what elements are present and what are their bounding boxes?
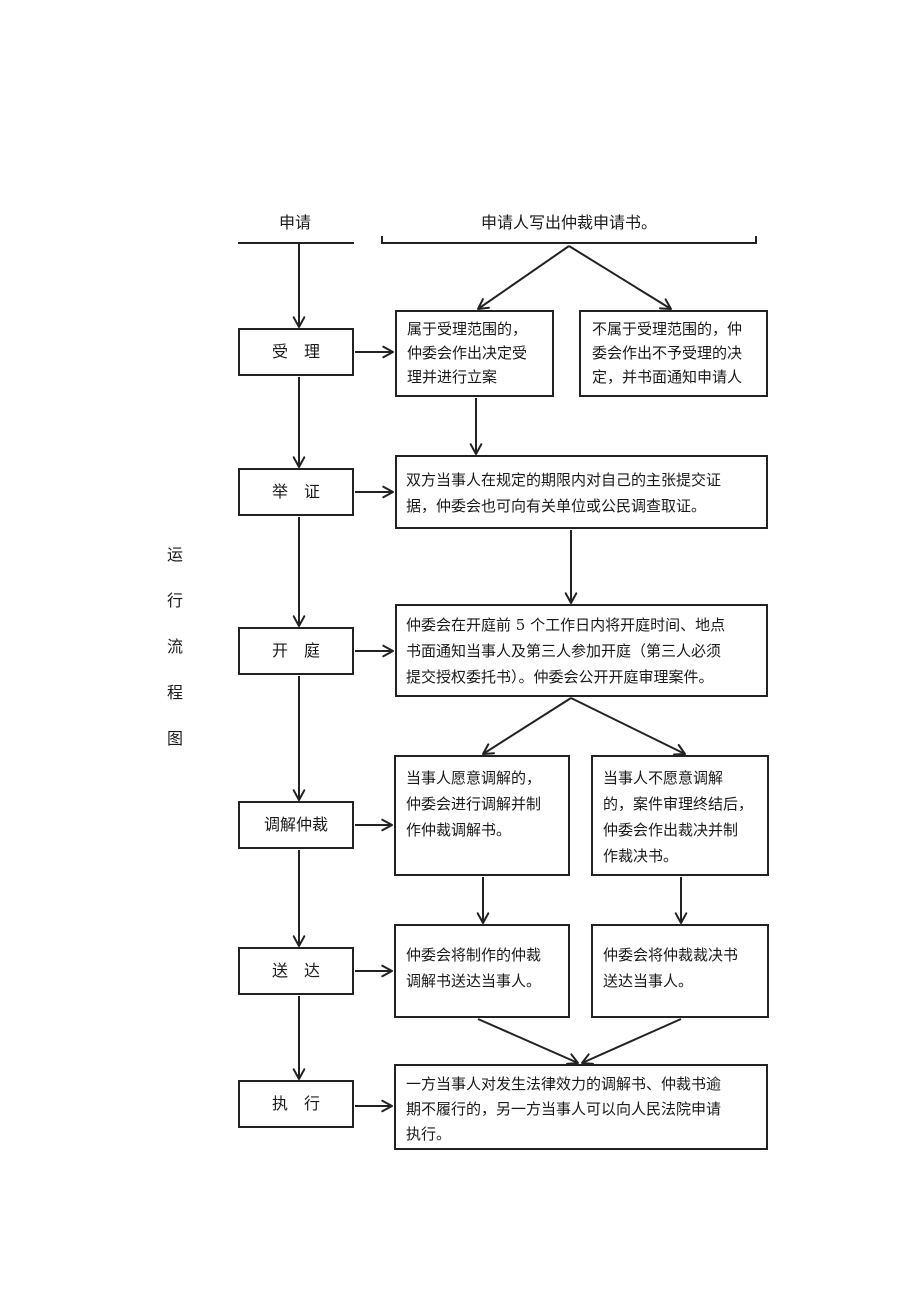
box-line: 不属于受理范围的，仲	[592, 320, 742, 338]
box-line: 期不履行的，另一方当事人可以向人民法院申请	[406, 1100, 721, 1118]
box-line: 仲委会在开庭前 5 个工作日内将开庭时间、地点	[406, 616, 725, 634]
arrowhead	[482, 743, 495, 755]
box-line: 作裁决书。	[603, 847, 678, 865]
box-line: 双方当事人在规定的期限内对自己的主张提交证	[406, 471, 721, 489]
stage-label: 举 证	[272, 482, 320, 501]
box-line: 调解书送达当事人。	[406, 972, 541, 990]
arrowhead	[292, 316, 306, 328]
stage-label: 受 理	[272, 342, 320, 361]
stage-hearing: 开 庭	[238, 627, 354, 675]
arrowhead	[469, 443, 483, 455]
arrowhead	[564, 592, 578, 604]
arrowhead	[476, 912, 490, 924]
box-evidence: 双方当事人在规定的期限内对自己的主张提交证 据，仲委会也可向有关单位或公民调查取…	[395, 455, 768, 529]
box-line: 当事人愿意调解的，	[406, 769, 541, 787]
box-line: 作仲裁调解书。	[406, 821, 511, 839]
stage-label: 开 庭	[272, 641, 320, 660]
box-deliver-mediation: 仲委会将制作的仲裁 调解书送达当事人。	[394, 924, 570, 1018]
header-desc-bracket	[381, 236, 757, 244]
side-title-char: 程	[167, 683, 183, 702]
stage-evidence: 举 证	[238, 468, 354, 516]
box-line: 书面通知当事人及第三人参加开庭（第三人必须	[406, 642, 721, 660]
box-line: 提交授权委托书）。仲委会公开开庭审理案件。	[406, 668, 714, 686]
side-title-char: 运	[167, 545, 183, 564]
stage-mediation-arbitration: 调解仲裁	[238, 801, 354, 849]
stage-delivery: 送 达	[238, 947, 354, 995]
stage-label: 执 行	[272, 1094, 320, 1113]
connector-line	[477, 245, 570, 310]
stage-label: 送 达	[272, 961, 320, 980]
header-desc-label: 申请人写出仲裁申请书。	[481, 213, 657, 232]
box-line: 属于受理范围的，	[407, 320, 527, 338]
header-stage-label: 申请	[279, 213, 311, 232]
arrowhead	[659, 298, 672, 310]
box-line: 定，并书面通知申请人	[592, 368, 742, 386]
arrowhead	[292, 456, 306, 468]
arrowhead	[477, 298, 490, 310]
stage-accept: 受 理	[238, 328, 354, 376]
arrowhead	[381, 818, 393, 832]
arrowhead	[566, 1053, 579, 1065]
side-title-char: 流	[167, 637, 183, 656]
arrowhead	[674, 912, 688, 924]
side-title-char: 图	[167, 729, 183, 748]
box-line: 据，仲委会也可向有关单位或公民调查取证。	[406, 497, 706, 515]
stage-execution: 执 行	[238, 1080, 354, 1128]
side-title-char: 行	[167, 591, 183, 610]
box-line: 仲委会作出决定受	[407, 344, 527, 362]
arrowhead	[382, 644, 394, 658]
box-line: 理并进行立案	[407, 368, 497, 386]
connector-line	[482, 697, 572, 755]
arrowhead	[292, 935, 306, 947]
box-line: 仲委会将仲裁裁决书	[603, 946, 738, 964]
box-mediate-no: 当事人不愿意调解 的，案件审理终结后， 仲委会作出裁决并制 作裁决书。	[591, 755, 769, 876]
stage-label: 调解仲裁	[264, 815, 328, 834]
box-execute: 一方当事人对发生法律效力的调解书、仲裁书逾 期不履行的，另一方当事人可以向人民法…	[394, 1064, 768, 1150]
box-deliver-award: 仲委会将仲裁裁决书 送达当事人。	[591, 924, 769, 1018]
connector-line	[570, 697, 686, 755]
arrowhead	[382, 345, 394, 359]
box-mediate-yes: 当事人愿意调解的， 仲委会进行调解并制 作仲裁调解书。	[394, 755, 570, 876]
box-line: 当事人不愿意调解	[603, 769, 723, 787]
connector-arrows	[292, 243, 688, 1113]
box-accept-no: 不属于受理范围的，仲 委会作出不予受理的决 定，并书面通知申请人	[579, 310, 768, 397]
box-line: 的，案件审理终结后，	[603, 795, 753, 813]
arrowhead	[673, 744, 686, 756]
box-hearing: 仲委会在开庭前 5 个工作日内将开庭时间、地点 书面通知当事人及第三人参加开庭（…	[395, 604, 768, 697]
connector-line	[568, 245, 672, 310]
arrowhead	[292, 615, 306, 627]
box-line: 一方当事人对发生法律效力的调解书、仲裁书逾	[406, 1075, 721, 1093]
arrowhead	[292, 789, 306, 801]
box-accept-yes: 属于受理范围的， 仲委会作出决定受 理并进行立案	[395, 310, 554, 397]
connector-line	[477, 1018, 579, 1064]
box-line: 仲委会将制作的仲裁	[406, 946, 541, 964]
arrowhead	[292, 1068, 306, 1080]
box-line: 仲委会进行调解并制	[406, 795, 541, 813]
arrowhead	[381, 964, 393, 978]
box-line: 仲委会作出裁决并制	[603, 821, 738, 839]
box-line: 执行。	[406, 1125, 451, 1143]
box-line: 委会作出不予受理的决	[592, 344, 742, 362]
box-line: 送达当事人。	[603, 972, 693, 990]
arrowhead	[381, 1099, 393, 1113]
side-title: 运 行 流 程 图	[167, 545, 183, 748]
arrowhead	[581, 1053, 594, 1065]
arrowhead	[382, 485, 394, 499]
connector-line	[581, 1018, 682, 1064]
